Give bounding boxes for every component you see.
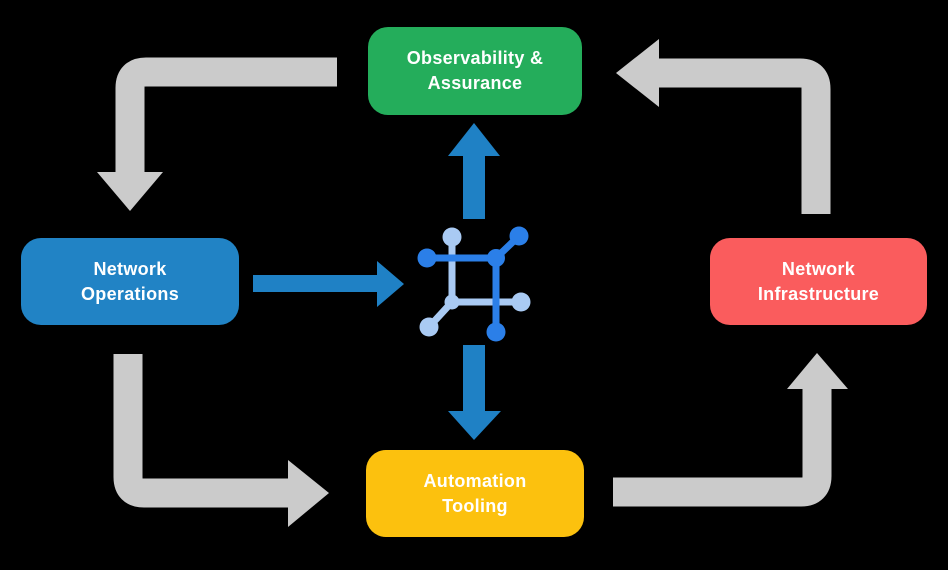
node-automation-tooling: Automation Tooling [366, 450, 584, 537]
node-observability-assurance: Observability & Assurance [368, 27, 582, 115]
arrow-icon-to-observability [448, 123, 500, 219]
arrow-operations-to-automation [113, 354, 329, 527]
arrow-infrastructure-to-observability [616, 39, 831, 214]
arrow-observability-to-operations [97, 57, 337, 211]
arrow-automation-to-infrastructure [613, 353, 848, 507]
arrow-icon-to-automation [448, 345, 501, 440]
node-network-operations: Network Operations [21, 238, 239, 325]
node-network-infrastructure: Network Infrastructure [710, 238, 927, 325]
arrow-operations-to-icon [253, 261, 404, 307]
connected-nodes-network-icon [417, 226, 531, 342]
icon-bright-blue-parts [417, 226, 529, 342]
